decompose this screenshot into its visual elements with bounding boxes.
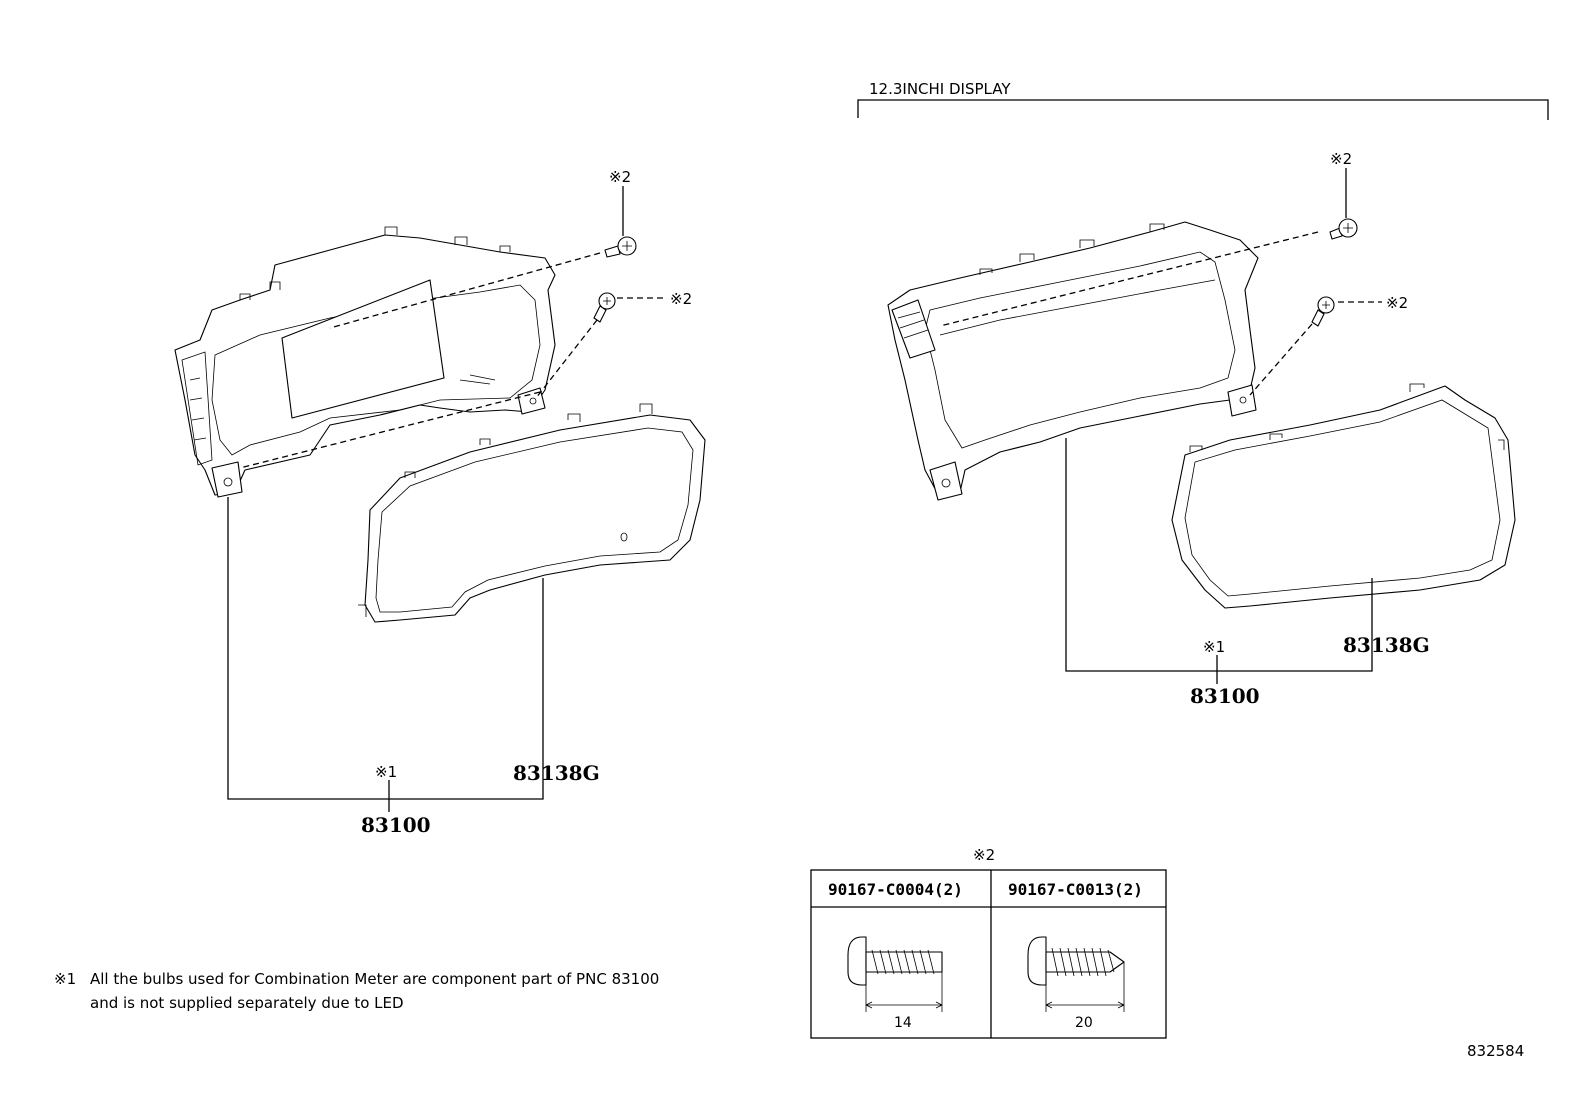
left-note-mark: ※1 <box>375 763 397 781</box>
right-note-mark: ※1 <box>1203 638 1225 656</box>
right-view-title: 12.3INCHI DISPLAY <box>869 80 1011 98</box>
illustration-number: 832584 <box>1467 1042 1524 1060</box>
screw-table <box>810 869 1167 1039</box>
right-screws <box>1311 218 1358 327</box>
footnote-line-1: All the bulbs used for Combination Meter… <box>90 970 659 988</box>
right-meter-housing <box>887 221 1259 501</box>
left-leader-lines <box>227 186 666 812</box>
screw-90167-c0013-icon <box>1027 936 1125 1012</box>
left-meter-lens <box>358 403 706 623</box>
footnote-line-2: and is not supplied separately due to LE… <box>90 994 404 1012</box>
screw-90167-c0004-icon <box>847 936 943 1012</box>
right-screw-top-label: ※2 <box>1330 150 1352 168</box>
screw-length-2: 20 <box>1075 1015 1093 1031</box>
screw-table-mark: ※2 <box>973 846 995 864</box>
left-lens-part-number: 83138G <box>513 761 600 785</box>
left-screws <box>593 236 637 323</box>
right-lens-part-number: 83138G <box>1343 633 1430 657</box>
left-meter-part-number: 83100 <box>361 813 431 837</box>
screw-length-1: 14 <box>894 1015 912 1031</box>
right-leader-lines <box>939 168 1382 684</box>
screw-part-number-2: 90167-C0013(2) <box>1008 880 1143 899</box>
right-meter-part-number: 83100 <box>1190 684 1260 708</box>
right-meter-lens <box>1171 383 1516 609</box>
left-screw-right-label: ※2 <box>670 290 692 308</box>
right-view-bracket <box>857 99 1549 120</box>
footnote-mark: ※1 <box>54 970 76 988</box>
left-screw-top-label: ※2 <box>609 168 631 186</box>
right-screw-right-label: ※2 <box>1386 294 1408 312</box>
screw-part-number-1: 90167-C0004(2) <box>828 880 963 899</box>
